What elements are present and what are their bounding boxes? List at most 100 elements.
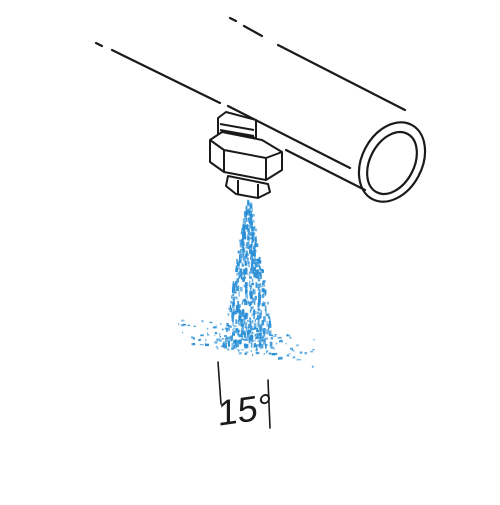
spray-droplet (268, 323, 272, 329)
splash-droplet (278, 357, 280, 360)
spray-droplet (254, 301, 256, 305)
splash-droplet (244, 326, 248, 329)
spray-droplet (245, 244, 249, 249)
spray-droplet (266, 301, 269, 305)
spray-droplet (231, 316, 234, 322)
splash-droplet (242, 332, 245, 335)
spray-droplet (250, 306, 252, 311)
spray-droplet (247, 209, 250, 212)
spray-droplet (258, 265, 261, 269)
splash-droplet (275, 352, 278, 355)
spray-droplet (258, 271, 262, 277)
splash-droplet (313, 339, 315, 341)
spray-droplet (251, 313, 253, 317)
splash-droplet (182, 332, 184, 334)
splash-droplet (227, 327, 230, 331)
splash-droplet (252, 328, 256, 330)
spray-droplet (243, 300, 247, 306)
spray-droplet (257, 305, 259, 311)
splash-droplet (207, 332, 209, 335)
spray-droplet (237, 261, 240, 267)
spray-droplet (253, 314, 255, 320)
splash-droplet (275, 342, 278, 345)
splash-droplet (264, 344, 268, 346)
pipe-bottom-edge (110, 48, 222, 105)
spray-droplet (244, 211, 247, 214)
spray-droplet (262, 288, 265, 293)
spray-droplet (244, 254, 248, 258)
nut-edge (209, 139, 225, 151)
spray-droplet (247, 217, 251, 223)
splash-droplet (286, 354, 290, 357)
spray-droplet (254, 262, 256, 265)
splash-droplet (299, 351, 303, 354)
splash-droplet (279, 358, 283, 360)
spray-droplet (264, 302, 266, 307)
splash-droplet (259, 342, 262, 345)
spray-droplet (259, 333, 262, 340)
spray-droplet (236, 297, 238, 300)
splash-droplet (249, 334, 253, 337)
spray-droplet (246, 285, 248, 288)
spray-droplet (242, 330, 245, 333)
spray-droplet (249, 204, 253, 209)
splash-droplet (289, 336, 292, 339)
spray-droplet (248, 241, 250, 244)
pipe-lower-edge (226, 104, 352, 170)
nut-edge (265, 151, 283, 159)
spray-droplet (251, 278, 254, 283)
spray-droplet (268, 316, 271, 319)
spray-droplet (252, 288, 254, 295)
spray-droplet (253, 274, 256, 278)
splash-droplet (257, 340, 261, 342)
splash-droplet (248, 338, 252, 341)
splash-droplet (237, 349, 240, 351)
spray-droplet (270, 336, 273, 340)
splash-droplet (236, 340, 239, 343)
spray-droplet (246, 332, 249, 338)
splash-droplet (251, 340, 253, 342)
splash-droplet (221, 328, 224, 331)
splash-droplet (224, 344, 226, 347)
spray-droplet (250, 248, 253, 255)
splash-droplet (257, 344, 261, 347)
spray-droplet (238, 291, 240, 297)
spray-droplet (245, 289, 248, 295)
splash-droplet (261, 329, 264, 331)
splash-droplet (260, 336, 264, 338)
spray-droplet (245, 217, 248, 222)
spray-droplet (244, 313, 248, 317)
spray-droplet (232, 308, 236, 314)
spray-droplet (240, 255, 243, 258)
pipe-dash (94, 41, 104, 48)
spray-droplet (249, 284, 252, 288)
angle-marker (217, 361, 271, 429)
spray-droplet (243, 343, 247, 347)
thread-line (219, 123, 255, 131)
splash-droplet (288, 334, 290, 337)
spray-droplet (250, 287, 252, 291)
splash-droplet (214, 341, 218, 344)
spray-droplet (250, 342, 253, 348)
spray-droplet (231, 295, 233, 299)
spray-droplet (242, 255, 245, 262)
splash-droplet (262, 345, 264, 349)
splash-droplet (277, 336, 282, 339)
spray-droplet (268, 330, 271, 336)
splash-droplet (296, 358, 298, 361)
spray-droplet (265, 313, 268, 317)
spray-droplet (251, 282, 255, 286)
splash-droplet (292, 350, 295, 352)
spray-droplet (224, 337, 228, 344)
spray-droplet (227, 339, 230, 342)
spray-droplet (249, 244, 252, 248)
splash-droplet (206, 334, 210, 336)
spray-droplet (245, 292, 247, 298)
splash-droplet (187, 324, 191, 327)
splash-droplet (212, 326, 217, 329)
spray-droplet (254, 319, 256, 323)
spray-droplet (246, 294, 249, 300)
spray-droplet (252, 237, 254, 241)
spray-droplet (259, 273, 262, 279)
splash-droplet (264, 333, 266, 336)
